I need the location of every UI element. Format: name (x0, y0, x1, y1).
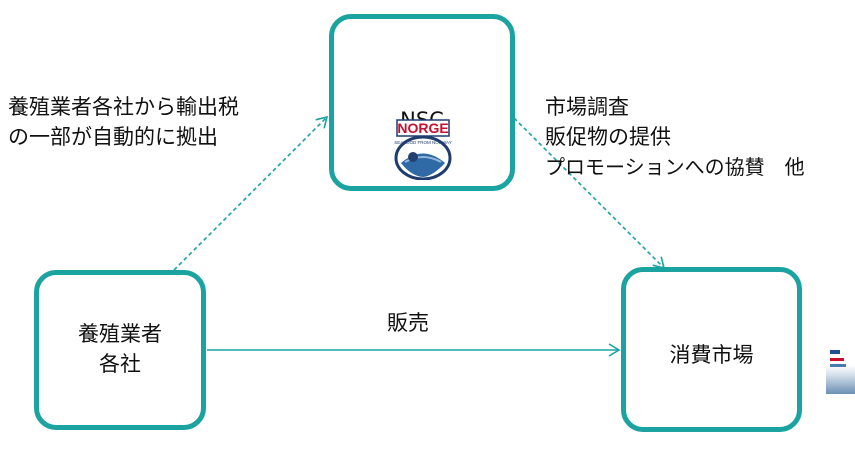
farmers-label-line2: 各社 (99, 352, 141, 376)
levy-text-line1: 養殖業者各社から輸出税 (8, 95, 239, 119)
services-text-line1: 市場調査 (545, 95, 629, 119)
farmers-box: 養殖業者 各社 (34, 270, 206, 430)
sale-label: 販売 (387, 311, 429, 335)
logo-text: NORGE (397, 120, 448, 136)
services-arrow (513, 117, 666, 270)
norge-seafood-logo: NORGE SEAFOOD FROM NORWAY (394, 119, 452, 180)
levy-text-line2: の一部が自動的に拠出 (8, 125, 218, 149)
cropped-thumbnail-image (826, 330, 855, 394)
services-text-line2: 販促物の提供 (545, 125, 671, 149)
levy-arrow (173, 115, 329, 271)
market-label: 消費市場 (669, 343, 754, 367)
market-box: 消費市場 (621, 267, 802, 432)
farmers-label-line1: 養殖業者 (78, 322, 162, 346)
services-text-line3: プロモーションへの協賛 他 (545, 155, 805, 179)
logo-subtext: SEAFOOD FROM NORWAY (394, 140, 451, 145)
